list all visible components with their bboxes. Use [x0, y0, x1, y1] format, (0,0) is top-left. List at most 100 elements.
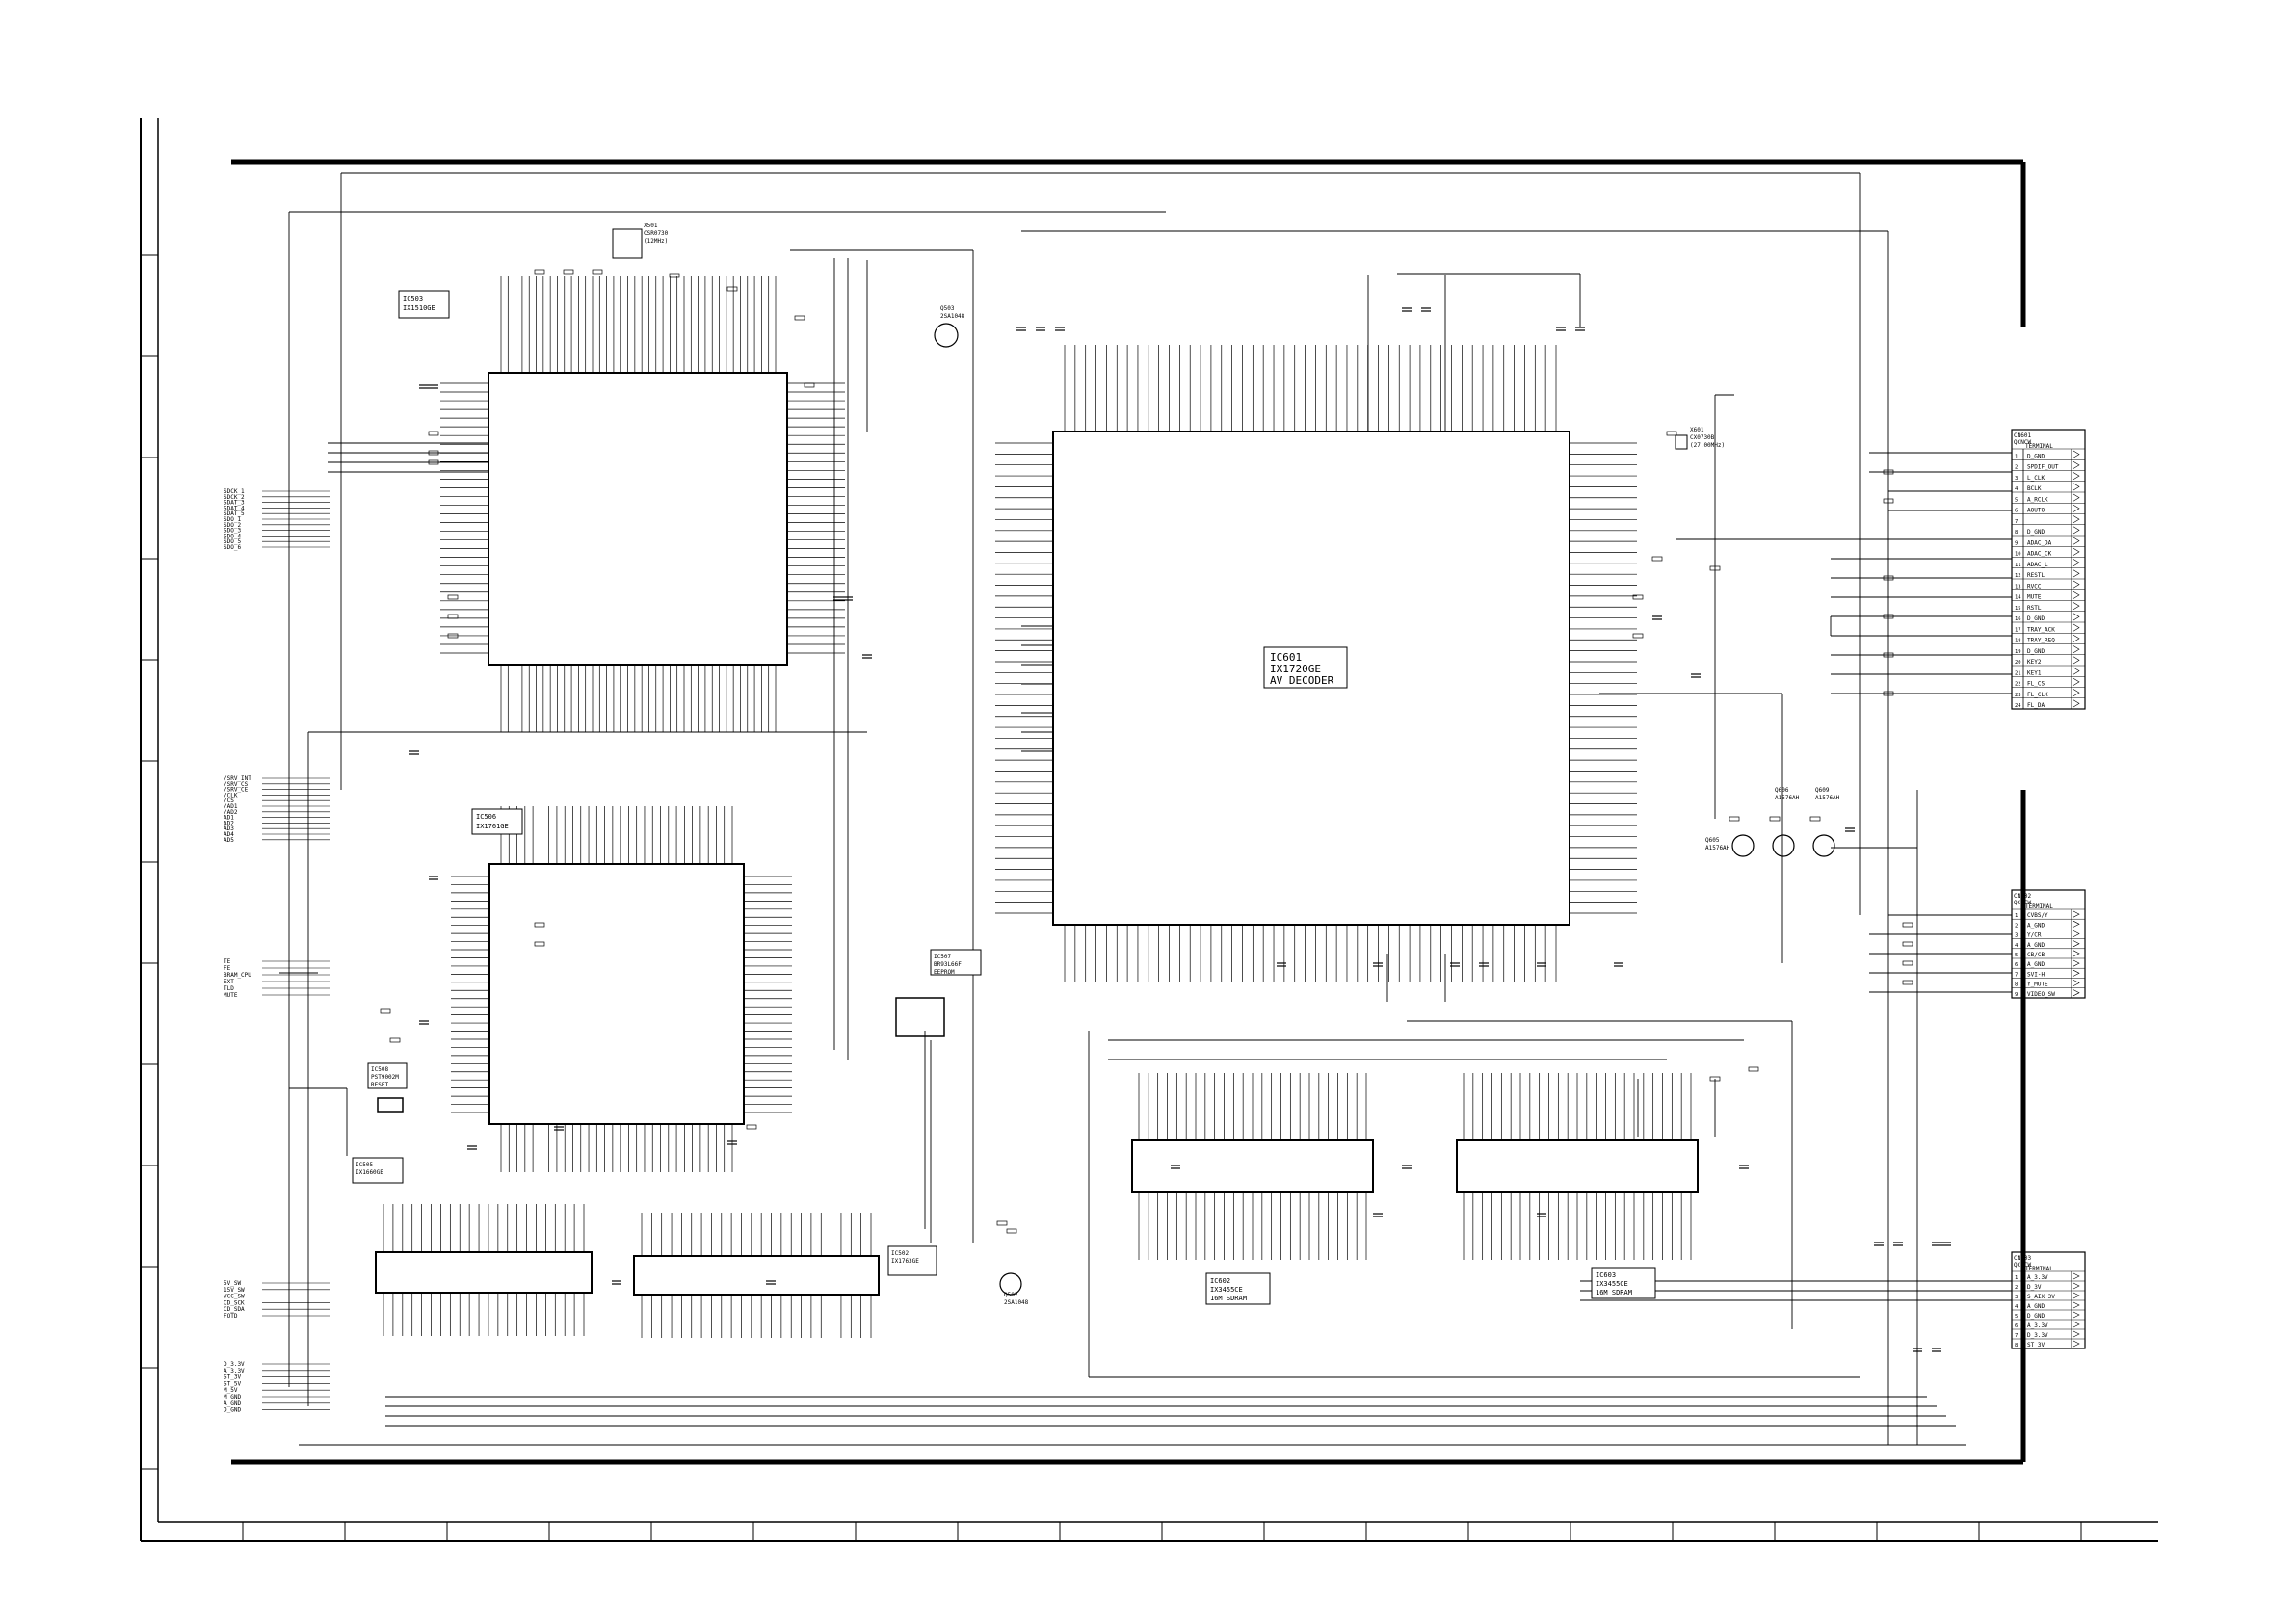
- left-signal-label: M_5V: [224, 1387, 238, 1394]
- ic601-desc: AV DECODER: [1270, 674, 1334, 687]
- connector-pin-number: 12: [2015, 573, 2021, 579]
- ic505-part: IX1660GE: [356, 1169, 383, 1176]
- ic502-body: [633, 1255, 880, 1296]
- connector-pin-label: D_GND: [2027, 529, 2045, 536]
- left-signal-label: MUTE: [224, 992, 238, 999]
- connector-pin-label: D_GND: [2027, 648, 2045, 655]
- connector-pin-number: 1: [2015, 1275, 2018, 1281]
- connector-pin-number: 1: [2015, 913, 2018, 919]
- connector-pin-label: FL_DA: [2027, 702, 2045, 709]
- left-signal-label: SDO_4: [224, 533, 241, 539]
- connector-pin-label: A_3.3V: [2027, 1274, 2048, 1281]
- cn602-connector: CN602 QCNCW TERMINAL CVBS/Y1A_GND2Y/CR3A…: [2011, 889, 2086, 999]
- ic602-label-box: [1205, 1272, 1271, 1305]
- connector-pin-number: 11: [2015, 563, 2021, 568]
- wiring: [279, 172, 2012, 1446]
- ic508-label-box: [367, 1062, 408, 1089]
- connector-pin-label: VIDEO_SW: [2027, 991, 2055, 998]
- connector-pin-number: 19: [2015, 649, 2021, 655]
- ic602-desc: 16M SDRAM: [1210, 1295, 1247, 1302]
- left-signal-label: EXT: [224, 979, 234, 985]
- left-signal-label: AD4: [224, 831, 234, 838]
- connector-pin-label: A_GND: [2027, 961, 2045, 968]
- ic506-body: [488, 863, 745, 1125]
- ic507-part: BR93L66F: [934, 961, 962, 968]
- q503-symbol: [934, 323, 959, 348]
- left-signal-label: SDCK_1: [224, 488, 245, 495]
- x601-part: CX0730B: [1690, 434, 1715, 441]
- ic601-body: [1052, 431, 1570, 926]
- connector-pin-label: D_GND: [2027, 615, 2045, 622]
- cn602-header: TERMINAL: [2025, 903, 2053, 910]
- connector-pin-number: 15: [2015, 606, 2021, 612]
- connector-pin-label: FL_CS: [2027, 681, 2045, 688]
- left-signal-label: M_GND: [224, 1394, 241, 1400]
- connector-pin-number: 24: [2015, 703, 2021, 709]
- connector-pin-label: ADAC_CK: [2027, 551, 2052, 558]
- ic602-ref: IC602: [1210, 1277, 1230, 1285]
- connector-pin-number: 8: [2015, 530, 2018, 536]
- left-signal-label: /CS: [224, 798, 234, 804]
- q606-ref: Q606: [1775, 787, 1789, 794]
- cn601-part: QCNCW: [2014, 439, 2031, 446]
- connector-pin-label: ADAC_L: [2027, 562, 2048, 568]
- connector-pin-label: SPDIF_OUT: [2027, 464, 2059, 471]
- left-signal-label: FOTD: [224, 1313, 238, 1320]
- connector-pin-number: 7: [2015, 972, 2018, 978]
- sheet-frame: [140, 118, 2158, 1542]
- left-signal-label: /AD2: [224, 809, 238, 816]
- connector-pin-number: 5: [2015, 953, 2018, 958]
- ic502-part: IX1763GE: [891, 1258, 919, 1265]
- left-signal-label: AD3: [224, 825, 234, 832]
- cn601-ref: CN601: [2014, 432, 2031, 439]
- connector-pin-label: D_GND: [2027, 1313, 2045, 1320]
- ic507-ref: IC507: [934, 954, 951, 960]
- connector-pin-label: RSTL: [2027, 605, 2042, 612]
- connector-pin-number: 10: [2015, 552, 2021, 558]
- connector-pin-label: FL_CLK: [2027, 692, 2048, 698]
- connector-pin-label: D_3.3V: [2027, 1332, 2048, 1339]
- connector-pin-number: 2: [2015, 1285, 2018, 1291]
- ic505-ref: IC505: [356, 1162, 373, 1168]
- ic603-label-box: [1591, 1267, 1656, 1299]
- connector-pin-number: 6: [2015, 962, 2018, 968]
- q606-part: A1576AH: [1775, 795, 1800, 801]
- ic508-part: PST9002M: [371, 1074, 399, 1081]
- ic503-body: [488, 372, 788, 666]
- left-signal-label: /SRV_CE: [224, 787, 249, 794]
- left-signal-label: SDO_5: [224, 538, 241, 545]
- connector-pin-label: SVI-H: [2027, 971, 2045, 978]
- q503-part: 2SA1048: [940, 313, 965, 320]
- left-signal-label: /CLK: [224, 792, 238, 798]
- ic603-body: [1456, 1139, 1699, 1193]
- connector-pin-label: BCLK: [2027, 485, 2042, 492]
- left-signal-label: SDO_6: [224, 544, 241, 551]
- ic602-body: [1131, 1139, 1374, 1193]
- connector-pin-number: 2: [2015, 465, 2018, 471]
- connector-pin-number: 9: [2015, 992, 2018, 998]
- connector-pin-number: 6: [2015, 1323, 2018, 1329]
- x601-body: [1675, 434, 1688, 450]
- left-signal-label: SDO_2: [224, 522, 241, 529]
- ic507-label-box: [930, 949, 982, 976]
- ic507-body: [895, 997, 945, 1037]
- left-signal-label: AD5: [224, 837, 234, 844]
- connector-pin-label: A_RCLK: [2027, 496, 2048, 503]
- left-signal-label: BRAM_CPU: [224, 972, 251, 979]
- connector-pin-label: D_GND: [2027, 453, 2045, 459]
- connector-pin-number: 8: [2015, 982, 2018, 988]
- left-signal-label: A_3.3V: [224, 1368, 245, 1374]
- q609-symbol: [1812, 834, 1835, 857]
- left-signal-label: SDCK_2: [224, 494, 245, 501]
- ic601-part: IX1720GE: [1270, 663, 1321, 675]
- connector-pin-number: 3: [2015, 1295, 2018, 1300]
- ic502-label-box: [887, 1245, 937, 1276]
- connector-pin-number: 4: [2015, 1304, 2019, 1310]
- left-signal-label: ST_3V: [224, 1374, 241, 1381]
- connector-pin-label: KEY2: [2027, 659, 2042, 666]
- q502-symbol: [999, 1272, 1022, 1296]
- connector-pin-number: 22: [2015, 682, 2021, 688]
- ic505-label-box: [352, 1157, 404, 1184]
